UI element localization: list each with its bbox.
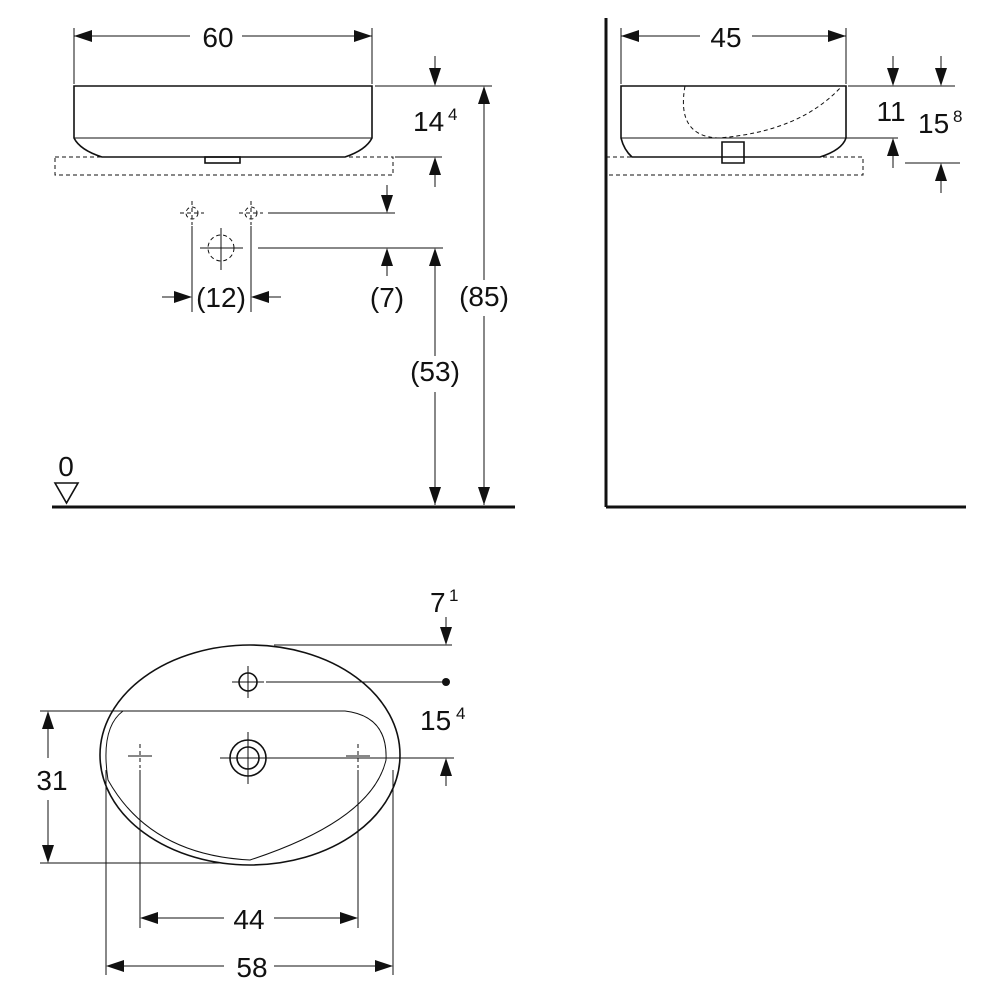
tap-offset-sup: 1 (449, 586, 458, 605)
side-basin-outline (620, 85, 847, 158)
side-depth-label: 45 (710, 22, 741, 53)
fixing-spacing-label: 44 (233, 904, 264, 935)
front-drain-hole (200, 228, 243, 270)
front-countertop (54, 156, 394, 176)
basin-depth-label: 11 (876, 96, 905, 127)
top-tap-hole (232, 666, 264, 698)
front-drain (204, 156, 241, 164)
tap-offset-label: 7 (430, 587, 446, 618)
counter-height-label: (53) (410, 356, 460, 387)
top-basin-inner-outline (105, 710, 387, 861)
front-basin-outline (73, 85, 373, 158)
bowl-height-sup: 4 (448, 105, 457, 124)
floor-level-marker (53, 482, 80, 505)
top-fixing-hole-left (128, 744, 152, 768)
bowl-height-label: 14 (413, 106, 444, 137)
inner-depth-label: 31 (36, 765, 67, 796)
side-countertop (605, 156, 864, 176)
drain-offset-sup: 4 (456, 704, 465, 723)
total-height-label: (85) (459, 281, 509, 312)
side-drain (721, 141, 745, 164)
top-drain (220, 732, 282, 784)
tap-spacing-label: (12) (196, 282, 246, 313)
rim-height-sup: 8 (953, 107, 962, 126)
top-view: 7 1 15 4 31 44 58 (36, 586, 465, 983)
rim-height-label: 15 (918, 108, 949, 139)
top-fixing-hole-right (346, 744, 370, 768)
front-width-label: 60 (202, 22, 233, 53)
tap-drop-label: (7) (370, 282, 404, 313)
overall-width-label: 58 (236, 952, 267, 983)
front-tap-hole-right (239, 201, 263, 225)
floor-level-label: 0 (58, 451, 74, 482)
side-view: 45 11 15 8 (604, 18, 966, 509)
front-view: 60 14 4 (52, 22, 515, 509)
front-tap-hole-left (180, 201, 204, 225)
top-basin-outline (99, 644, 401, 866)
side-bowl-curve (682, 85, 843, 139)
drain-offset-label: 15 (420, 705, 451, 736)
